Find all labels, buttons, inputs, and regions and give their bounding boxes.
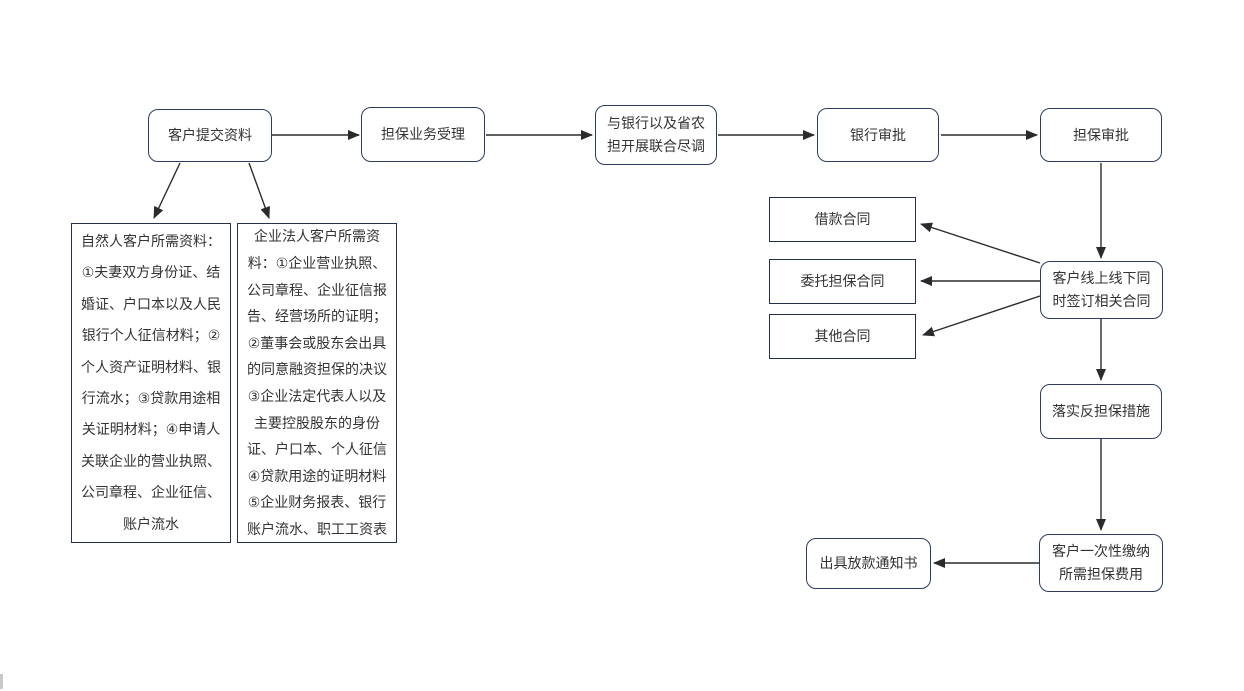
node-sign-contracts: 客户线上线下同 时签订相关合同 <box>1040 261 1163 319</box>
node-other-contract: 其他合同 <box>769 314 916 359</box>
node-entrusted-guarantee-contract: 委托担保合同 <box>769 259 916 304</box>
edge-signcontracts-othercontract <box>922 295 1041 337</box>
scrollbar-fragment <box>0 674 3 689</box>
edge-signcontracts-loancontract <box>920 222 1041 264</box>
edge-submit-corporate <box>248 162 270 219</box>
node-natural-person-docs: 自然人客户所需资料： ①夫妻双方身份证、结 婚证、户口本以及人民 银行个人征信材… <box>71 223 231 543</box>
node-customer-submit: 客户提交资料 <box>148 109 272 162</box>
node-counter-guarantee: 落实反担保措施 <box>1040 384 1162 439</box>
node-loan-contract: 借款合同 <box>769 197 916 242</box>
node-joint-due-diligence: 与银行以及省农 担开展联合尽调 <box>595 105 717 165</box>
edge-submit-naturalperson <box>153 162 181 219</box>
node-guarantee-acceptance: 担保业务受理 <box>361 107 485 162</box>
node-issue-loan-notice: 出具放款通知书 <box>806 538 931 589</box>
node-guarantee-approval: 担保审批 <box>1040 108 1162 162</box>
node-pay-guarantee-fee: 客户一次性缴纳 所需担保费用 <box>1039 534 1163 592</box>
node-bank-approval: 银行审批 <box>817 108 939 162</box>
node-corporate-docs: 企业法人客户所需资 料：①企业营业执照、 公司章程、企业征信报 告、经营场所的证… <box>237 223 397 543</box>
